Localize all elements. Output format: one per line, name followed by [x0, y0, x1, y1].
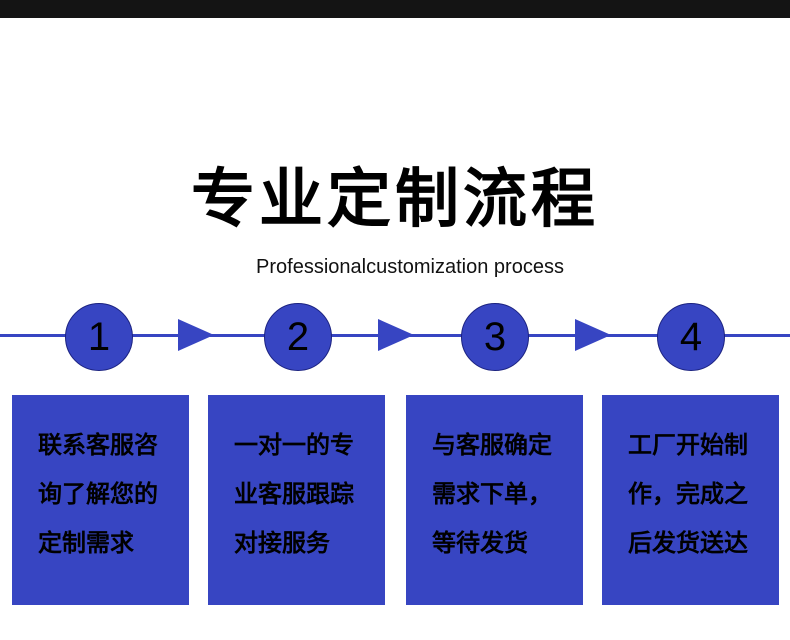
- page-subtitle: Professionalcustomization process: [256, 256, 564, 278]
- top-bar: [0, 0, 790, 18]
- step-2-number-circle: 2: [264, 303, 332, 371]
- step-3-card: 与客服确定需求下单，等待发货: [406, 395, 583, 605]
- arrow-right-icon: [178, 319, 214, 351]
- page-title: 专业定制流程: [191, 163, 599, 237]
- step-2-description: 一对一的专业客服跟踪对接服务: [234, 431, 354, 557]
- step-1-description: 联系客服咨询了解您的定制需求: [38, 431, 158, 557]
- step-2-card: 一对一的专业客服跟踪对接服务: [208, 395, 385, 605]
- step-1-card: 联系客服咨询了解您的定制需求: [12, 395, 189, 605]
- step-4-number-circle: 4: [657, 303, 725, 371]
- arrow-right-icon: [575, 319, 611, 351]
- arrow-right-icon: [378, 319, 414, 351]
- step-4-card: 工厂开始制作，完成之后发货送达: [602, 395, 779, 605]
- step-3-description: 与客服确定需求下单，等待发货: [432, 431, 552, 557]
- step-1-number-circle: 1: [65, 303, 133, 371]
- step-3-number-circle: 3: [461, 303, 529, 371]
- step-4-description: 工厂开始制作，完成之后发货送达: [628, 431, 748, 557]
